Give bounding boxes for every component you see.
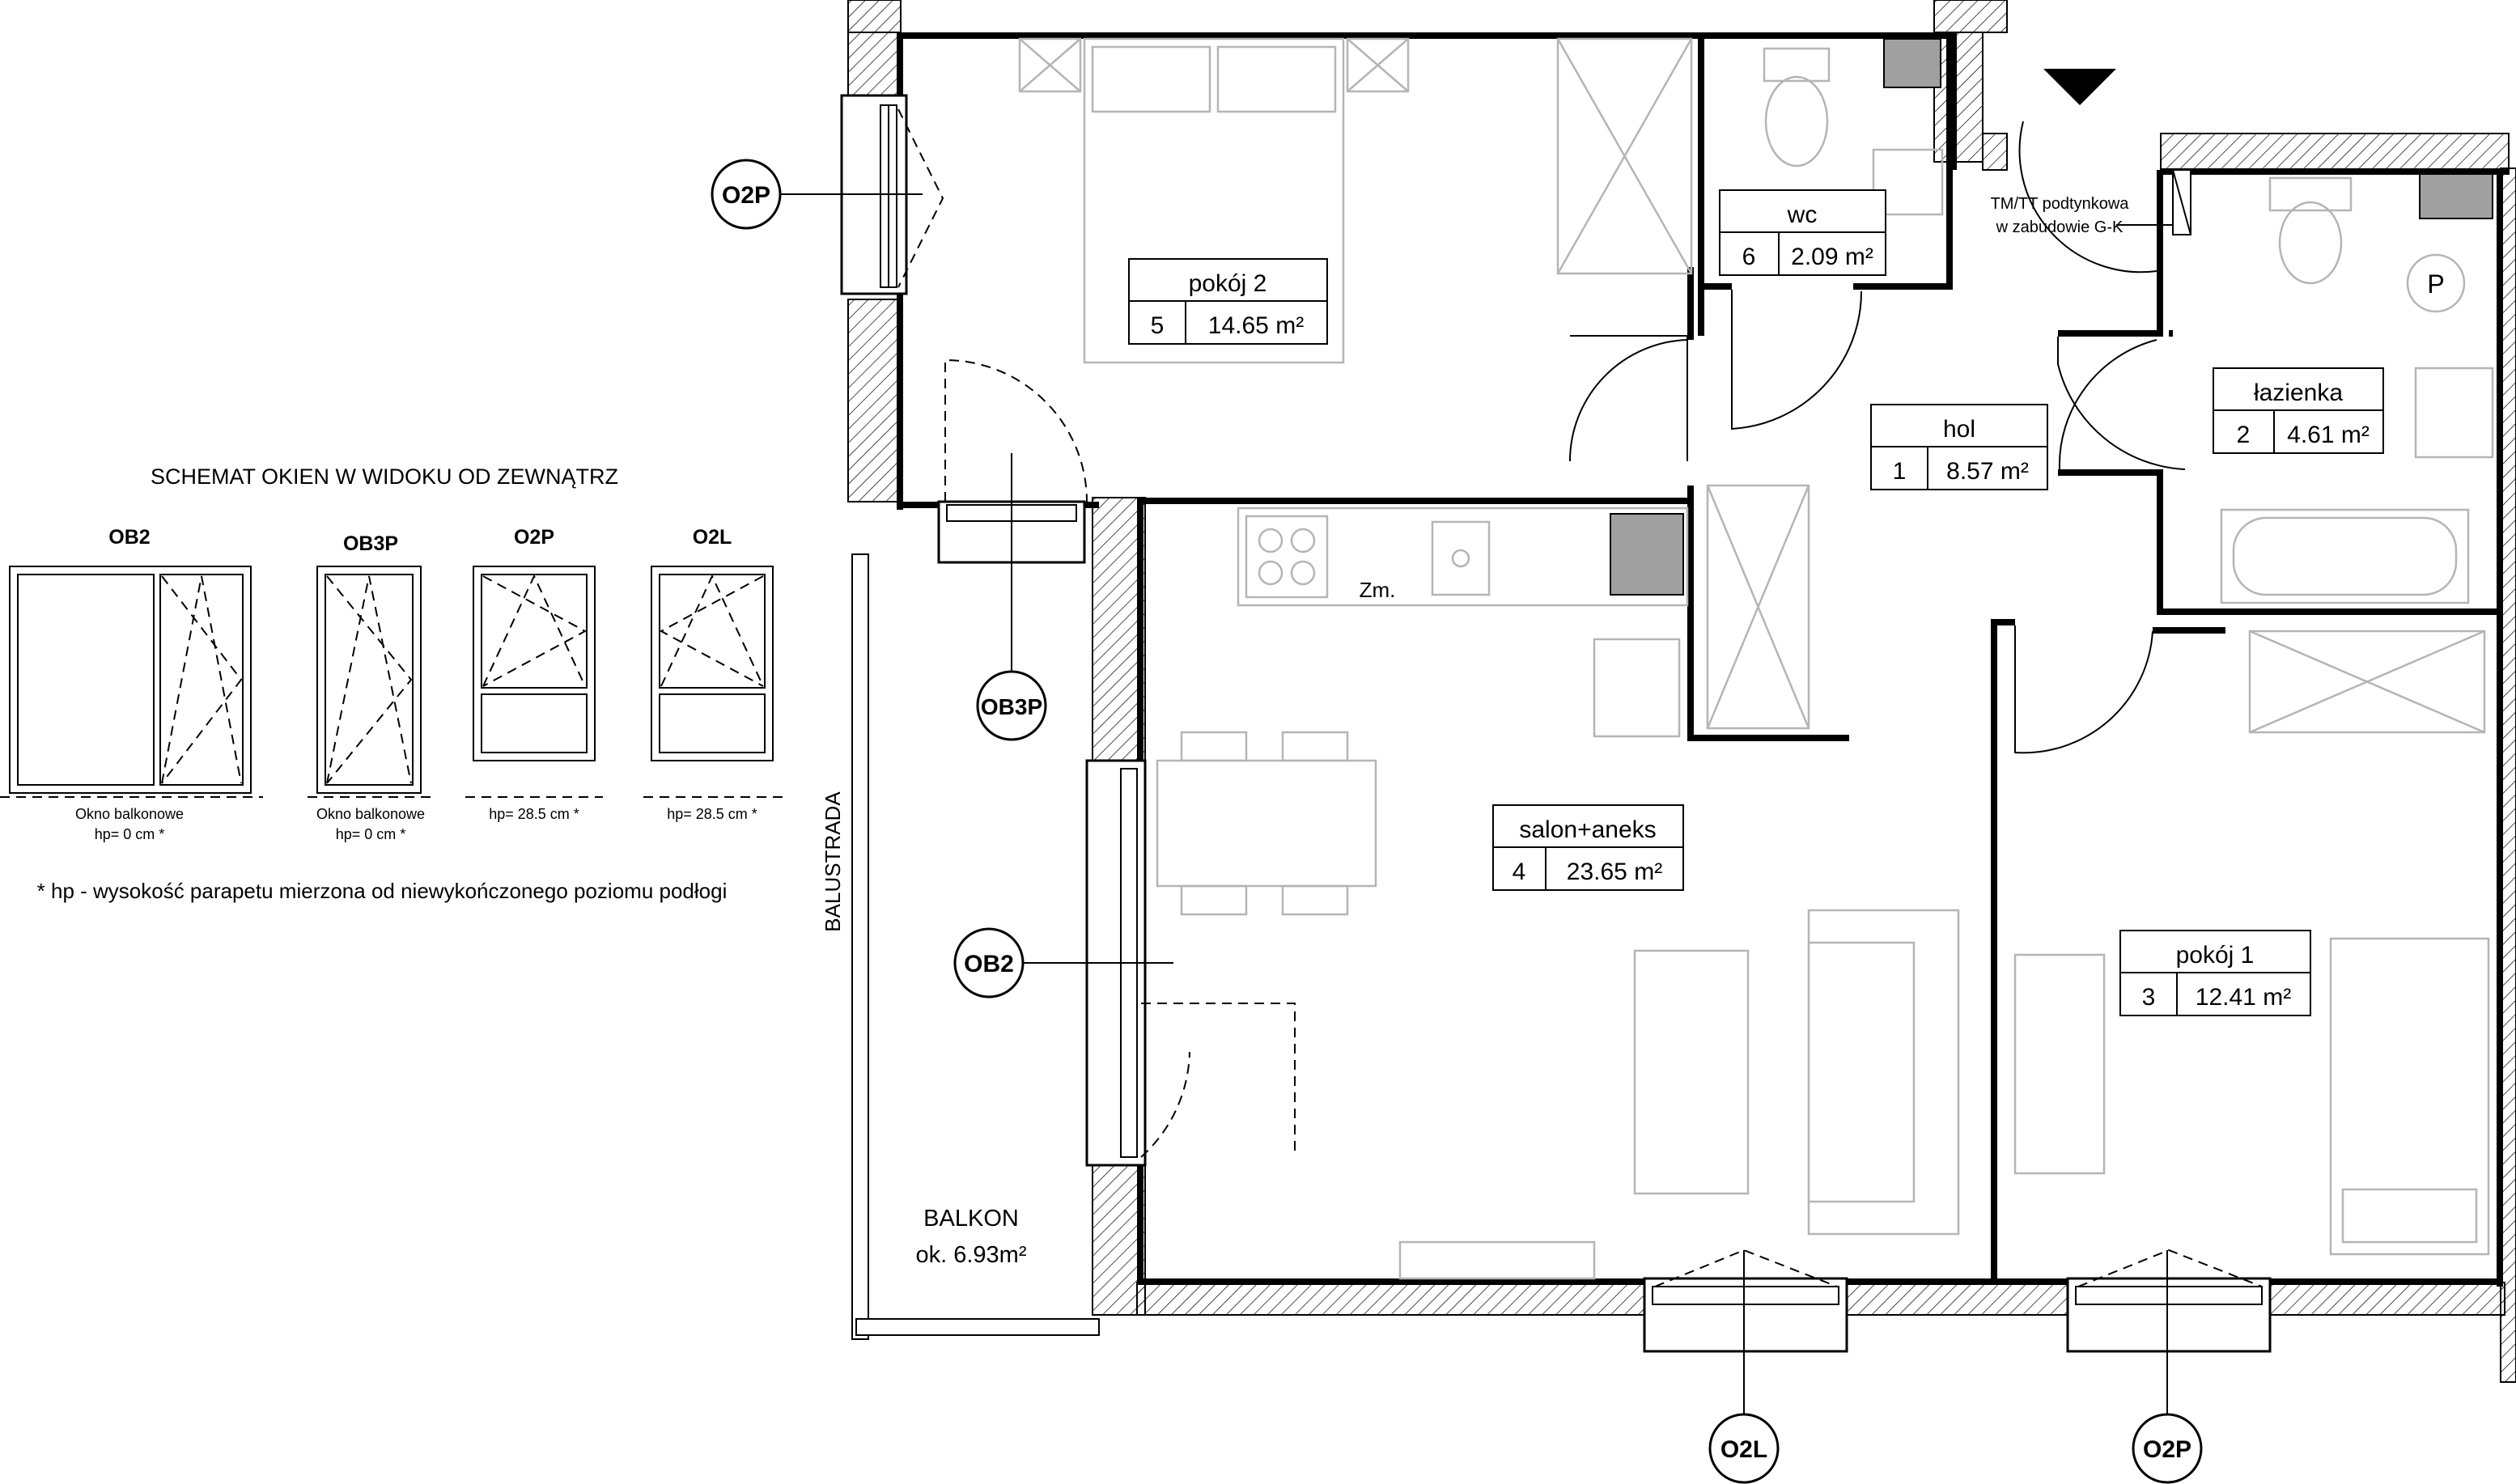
- room-label-hol: hol 1 8.57 m²: [1870, 404, 2048, 490]
- legend-note-ob3p-2: hp= 0 cm *: [336, 826, 406, 842]
- legend-code-ob2: OB2: [108, 526, 150, 549]
- window-legend: SCHEMAT OKIEN W WIDOKU OD ZEWNĄTRZ OB2 O…: [0, 464, 785, 903]
- room-area: 8.57 m²: [1946, 458, 2029, 485]
- legend-title: SCHEMAT OKIEN W WIDOKU OD ZEWNĄTRZ: [151, 464, 618, 489]
- legend-window-o2p: [465, 566, 603, 798]
- room-area: 14.65 m²: [1208, 312, 1304, 339]
- legend-note-ob3p-1: Okno balkonowe: [316, 806, 425, 822]
- meter-line-2: w zabudowie G-K: [1996, 218, 2124, 236]
- balcony-area: ok. 6.93m²: [916, 1242, 1027, 1268]
- room-area: 2.09 m²: [1791, 244, 1873, 270]
- room-area: 23.65 m²: [1567, 859, 1662, 885]
- tag-label: O2P: [2143, 1436, 2191, 1463]
- room-name: pokój 2: [1189, 270, 1267, 297]
- window-tag-bottom-right: O2P: [2132, 1250, 2203, 1484]
- legend-note-ob2-2: hp= 0 cm *: [95, 826, 165, 842]
- legend-code-ob3p: OB3P: [343, 532, 398, 555]
- railing-label: BALUSTRADA: [821, 791, 845, 932]
- window-tag-ob2: OB2: [953, 927, 1173, 999]
- parking-symbol: P: [2427, 269, 2444, 299]
- tag-label: OB2: [964, 951, 1014, 977]
- meter-symbol: Zm.: [1360, 578, 1396, 602]
- room-name: łazienka: [2254, 379, 2343, 406]
- window-tag-ob3p: OB3P: [976, 453, 1047, 741]
- room-label-lazienka: łazienka 2 4.61 m²: [2213, 367, 2384, 454]
- legend-code-o2l: O2L: [693, 526, 732, 549]
- room-name: hol: [1943, 416, 1975, 443]
- room-number: 1: [1893, 458, 1907, 485]
- tag-label: O2P: [722, 182, 770, 209]
- room-number: 2: [2237, 422, 2251, 448]
- legend-window-ob2: [0, 566, 263, 798]
- room-number: 5: [1151, 312, 1165, 339]
- room-number: 4: [1513, 859, 1526, 885]
- room-label-pokoj-2: pokój 2 5 14.65 m²: [1128, 258, 1328, 345]
- legend-window-o2l: [643, 566, 785, 798]
- room-name: salon+aneks: [1519, 816, 1656, 843]
- meter-annotation: TM/TT podtynkowa w zabudowie G-K: [1991, 169, 2191, 236]
- door-swings: [944, 121, 2186, 1158]
- room-label-salon-aneks: salon+aneks 4 23.65 m²: [1492, 804, 1684, 891]
- furniture: Zm. P: [1018, 37, 2494, 1280]
- room-area: 4.61 m²: [2287, 422, 2370, 448]
- tag-label: O2L: [1720, 1436, 1767, 1463]
- room-name: wc: [1787, 201, 1818, 228]
- room-number: 3: [2142, 984, 2156, 1011]
- exterior-walls: [847, 0, 2516, 1383]
- meter-line-1: TM/TT podtynkowa: [1991, 195, 2130, 213]
- window-tag-bottom-left: O2L: [1708, 1250, 1780, 1484]
- room-number: 6: [1742, 244, 1756, 270]
- room-area: 12.41 m²: [2196, 984, 2291, 1011]
- room-label-wc: wc 6 2.09 m²: [1719, 189, 1886, 276]
- legend-footnote: * hp - wysokość parapetu mierzona od nie…: [37, 879, 728, 903]
- legend-note-o2p: hp= 28.5 cm *: [489, 806, 579, 822]
- wall-windows: [840, 94, 2272, 1353]
- legend-note-o2l: hp= 28.5 cm *: [667, 806, 757, 822]
- legend-note-ob2-1: Okno balkonowe: [75, 806, 184, 822]
- legend-window-ob3p: [308, 566, 433, 798]
- legend-code-o2p: O2P: [514, 526, 554, 549]
- room-name: pokój 1: [2176, 942, 2255, 969]
- room-label-pokoj-1: pokój 1 3 12.41 m²: [2119, 930, 2311, 1016]
- balcony: BALKON ok. 6.93m² BALUSTRADA: [821, 553, 1100, 1340]
- balcony-name: BALKON: [923, 1206, 1019, 1232]
- tag-label: OB3P: [981, 694, 1042, 719]
- window-tag-top-left: O2P: [711, 159, 923, 230]
